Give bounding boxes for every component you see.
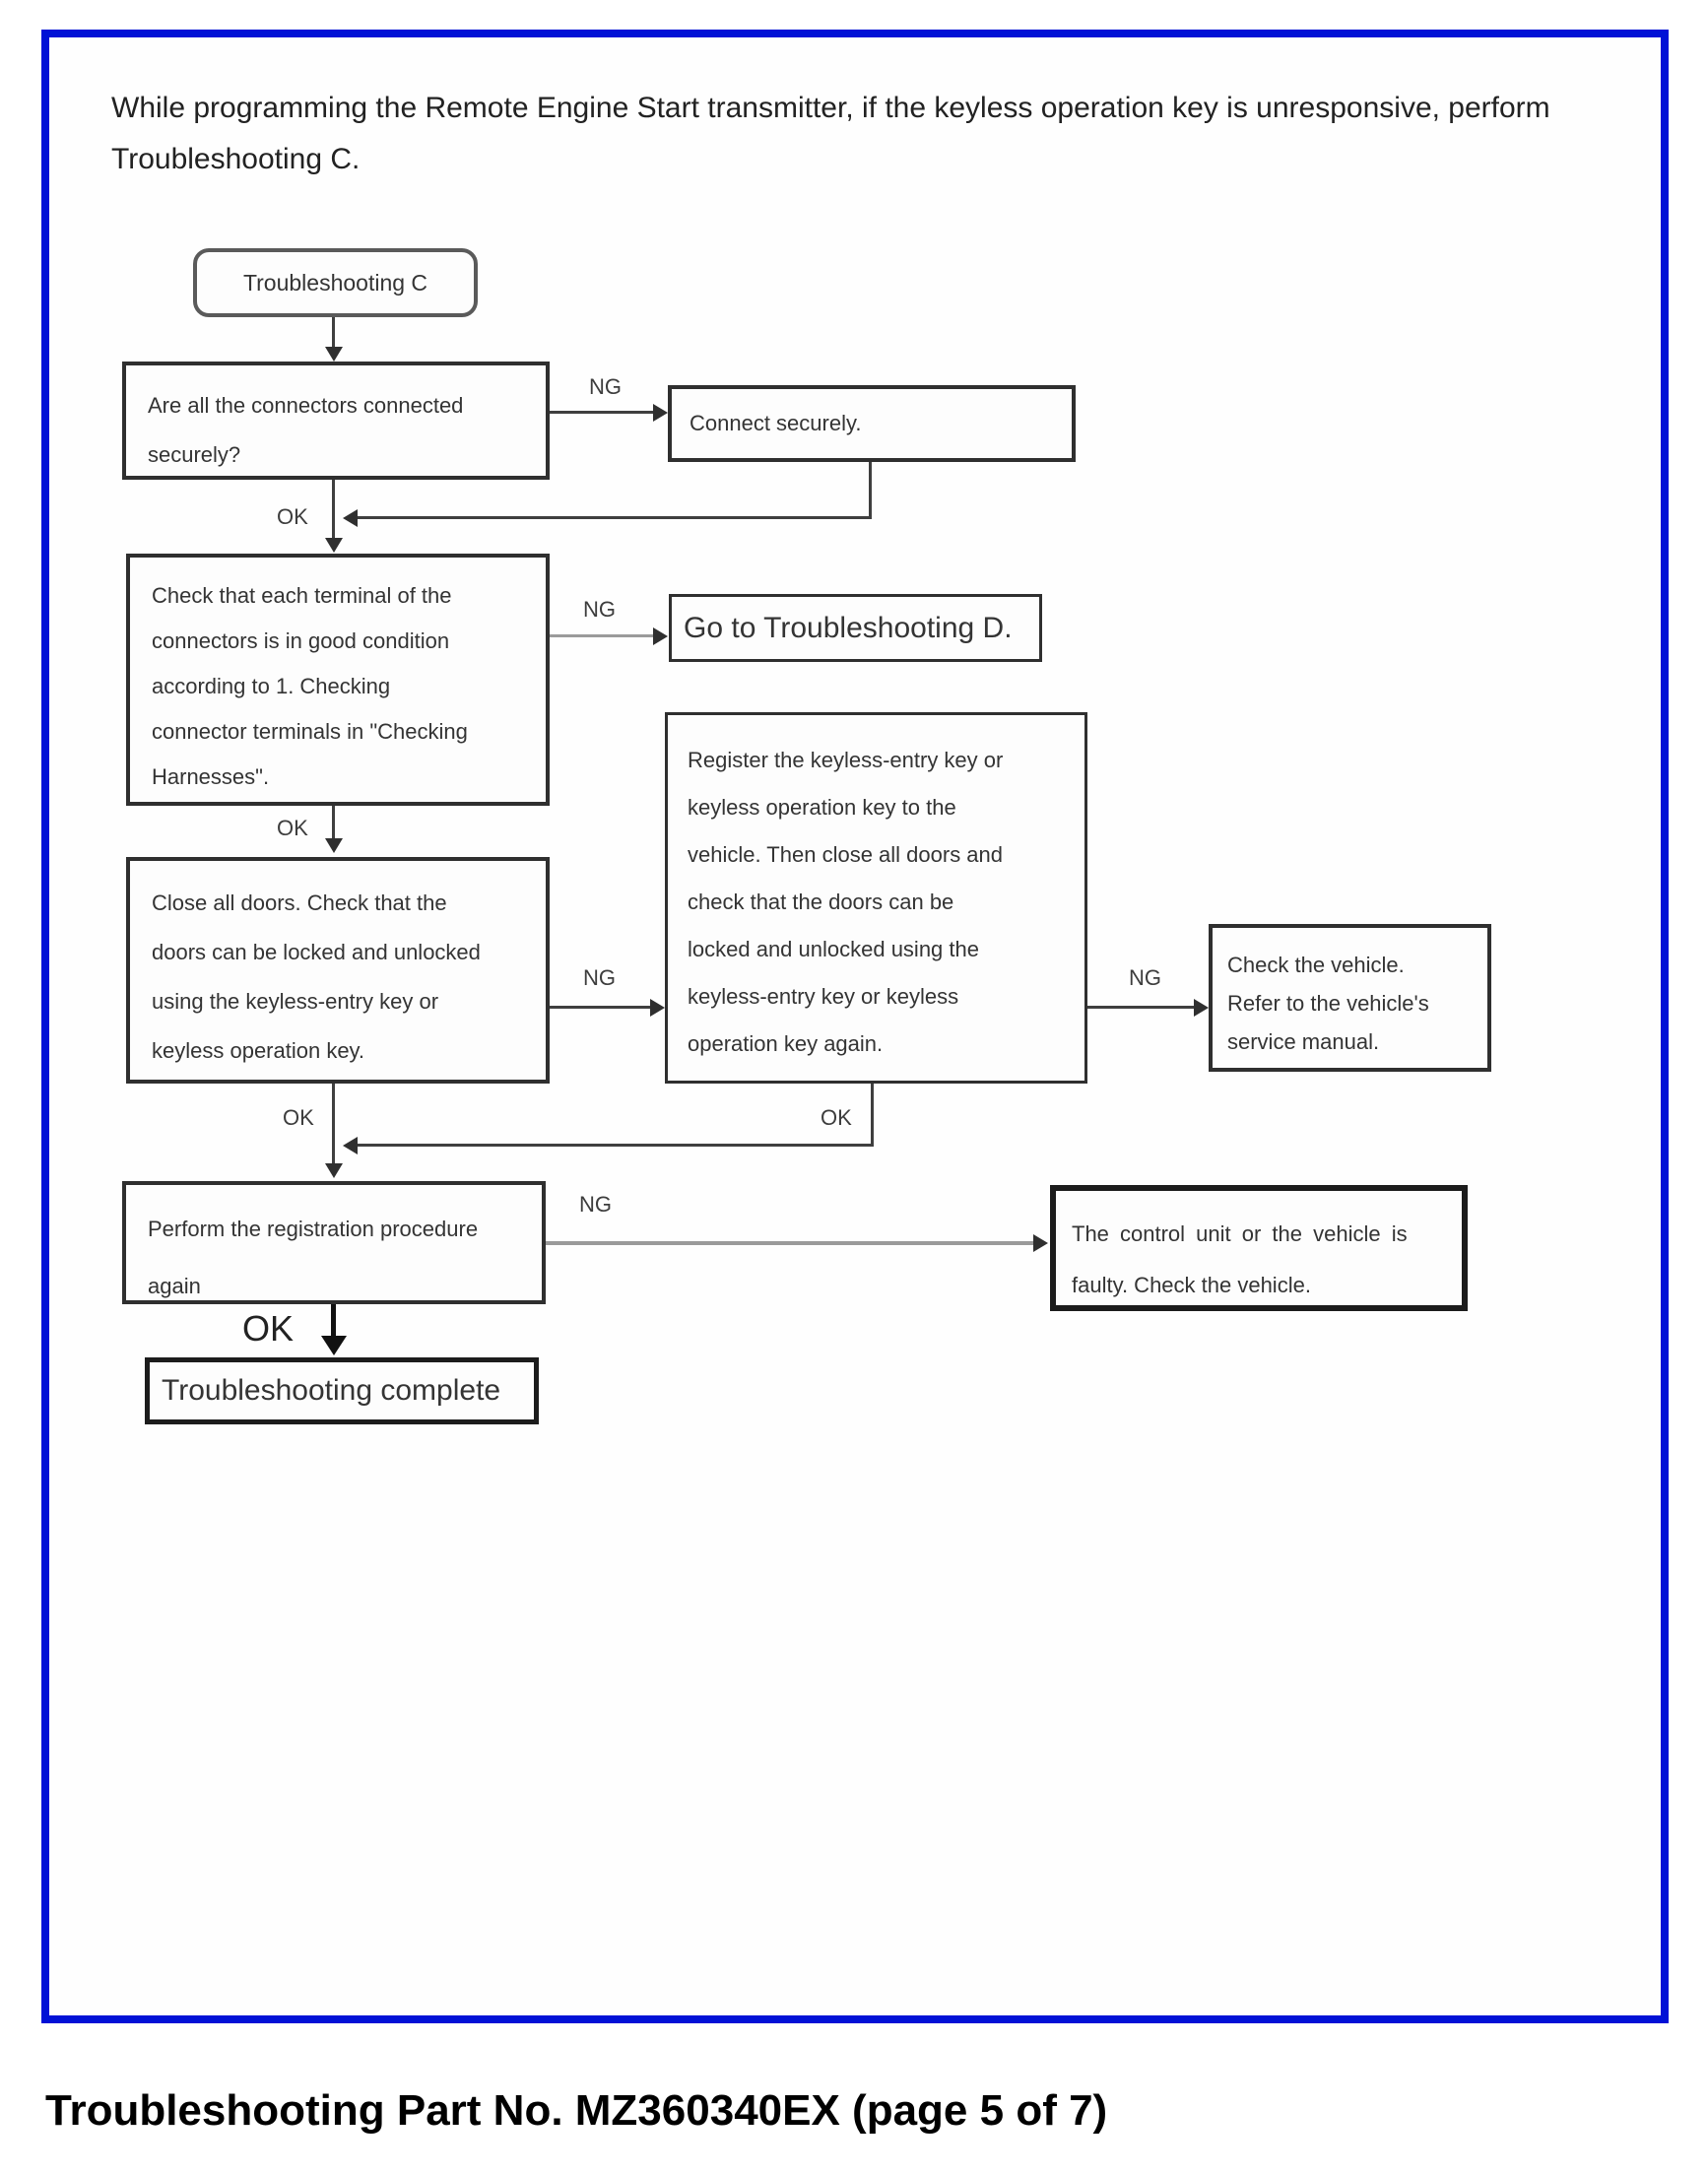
connector-ng-goto-d xyxy=(550,634,654,637)
ok-label-2: OK xyxy=(277,816,308,840)
flow-box-register-line1: Register the keyless-entry key or xyxy=(688,748,1004,772)
flow-box-doors-line2: doors can be locked and unlocked xyxy=(152,940,481,964)
flow-box-register-line2: keyless operation key to the xyxy=(688,795,956,820)
arrowhead-left-icon xyxy=(343,509,358,527)
flow-box-register-line7: operation key again. xyxy=(688,1031,884,1056)
arrowhead-left-icon xyxy=(343,1137,358,1154)
flow-box-doors-line3: using the keyless-entry key or xyxy=(152,989,439,1014)
ng-label-4: NG xyxy=(1129,965,1161,990)
flow-box-complete-label: Troubleshooting complete xyxy=(162,1374,501,1407)
flow-box-terminals-line5: Harnesses". xyxy=(152,764,270,789)
flow-box-register-line6: keyless-entry key or keyless xyxy=(688,984,959,1009)
connector-b-to-c xyxy=(332,806,335,841)
flow-box-check-vehicle-line1: Check the vehicle. xyxy=(1227,953,1405,977)
flow-box-control-line2: faulty. Check the vehicle. xyxy=(1072,1273,1311,1297)
connector-ng-control-unit xyxy=(546,1241,1034,1245)
flow-box-terminals-line1: Check that each terminal of the xyxy=(152,583,452,608)
ng-label-1: NG xyxy=(589,374,622,399)
flow-box-perform-line2: again xyxy=(148,1274,201,1298)
flow-start-label: Troubleshooting C xyxy=(242,269,428,296)
flow-box-connectors-line1: Are all the connectors connected xyxy=(148,393,464,418)
connector-perform-to-complete xyxy=(331,1304,336,1340)
ok-label-4: OK xyxy=(283,1105,314,1130)
arrowhead-down-icon xyxy=(325,347,343,362)
flow-box-goto-d-label: Go to Troubleshooting D. xyxy=(684,611,1013,644)
connector-register-return-horizontal xyxy=(355,1144,874,1147)
connector-ng-connect-securely xyxy=(550,411,654,414)
connector-return-horizontal xyxy=(355,516,872,519)
arrowhead-right-icon xyxy=(1033,1234,1048,1252)
ok-label-3: OK xyxy=(821,1105,852,1130)
flow-box-goto-troubleshooting-d: Go to Troubleshooting D. xyxy=(669,594,1042,662)
connector-return-vertical xyxy=(869,462,872,519)
connector-a-to-b xyxy=(332,480,335,541)
flow-box-doors-line1: Close all doors. Check that the xyxy=(152,890,447,915)
arrowhead-right-icon xyxy=(650,999,665,1017)
flow-box-register-line3: vehicle. Then close all doors and xyxy=(688,842,1004,867)
arrowhead-down-icon xyxy=(325,1163,343,1178)
intro-paragraph: While programming the Remote Engine Star… xyxy=(111,92,1550,175)
flow-box-register-line5: locked and unlocked using the xyxy=(688,937,979,961)
flow-box-connect-securely: Connect securely. xyxy=(668,385,1076,462)
flow-box-connectors-line2: securely? xyxy=(148,442,241,467)
connector-ng-register xyxy=(550,1006,652,1009)
arrowhead-right-icon xyxy=(653,404,668,422)
arrowhead-right-icon xyxy=(653,627,668,645)
flow-box-terminals-line2: connectors is in good condition xyxy=(152,628,450,653)
ng-label-5: NG xyxy=(579,1192,612,1217)
arrowhead-down-icon xyxy=(325,538,343,553)
flow-box-connect-securely-label: Connect securely. xyxy=(690,411,862,435)
page-caption: Troubleshooting Part No. MZ360340EX (pag… xyxy=(45,2086,1108,2135)
connector-start-to-connectors xyxy=(332,317,335,349)
arrowhead-down-icon xyxy=(321,1336,347,1355)
flow-box-control-line1: The control unit or the vehicle is xyxy=(1072,1221,1408,1246)
flow-box-close-doors: Close all doors. Check that the doors ca… xyxy=(126,857,550,1084)
ok-label-5: OK xyxy=(242,1308,295,1349)
flow-box-perform-registration: Perform the registration procedure again xyxy=(122,1181,546,1304)
connector-ng-check-vehicle xyxy=(1087,1006,1196,1009)
flow-box-terminals-line3: according to 1. Checking xyxy=(152,674,391,698)
connector-register-return-vertical xyxy=(871,1084,874,1147)
flow-box-control-unit-faulty: The control unit or the vehicle is fault… xyxy=(1050,1185,1468,1311)
flow-box-check-vehicle-line2: Refer to the vehicle's xyxy=(1227,991,1429,1016)
flow-box-check-vehicle-line3: service manual. xyxy=(1227,1029,1380,1054)
flow-box-check-terminals: Check that each terminal of the connecto… xyxy=(126,554,550,806)
ng-label-2: NG xyxy=(583,597,616,622)
flow-box-doors-line4: keyless operation key. xyxy=(152,1038,365,1063)
flow-box-connectors-secure: Are all the connectors connected securel… xyxy=(122,362,550,480)
flow-box-terminals-line4: connector terminals in "Checking xyxy=(152,719,468,744)
ok-label-1: OK xyxy=(277,504,308,529)
arrowhead-right-icon xyxy=(1194,999,1209,1017)
flow-box-troubleshooting-complete: Troubleshooting complete xyxy=(145,1357,539,1424)
flow-box-check-vehicle: Check the vehicle. Refer to the vehicle'… xyxy=(1209,924,1491,1072)
arrowhead-down-icon xyxy=(325,838,343,853)
flow-box-perform-line1: Perform the registration procedure xyxy=(148,1217,479,1241)
flow-start-troubleshooting-c: Troubleshooting C xyxy=(193,248,478,317)
flow-box-register-key: Register the keyless-entry key or keyles… xyxy=(665,712,1087,1084)
connector-c-to-perform xyxy=(332,1084,335,1166)
ng-label-3: NG xyxy=(583,965,616,990)
flow-box-register-line4: check that the doors can be xyxy=(688,890,954,914)
